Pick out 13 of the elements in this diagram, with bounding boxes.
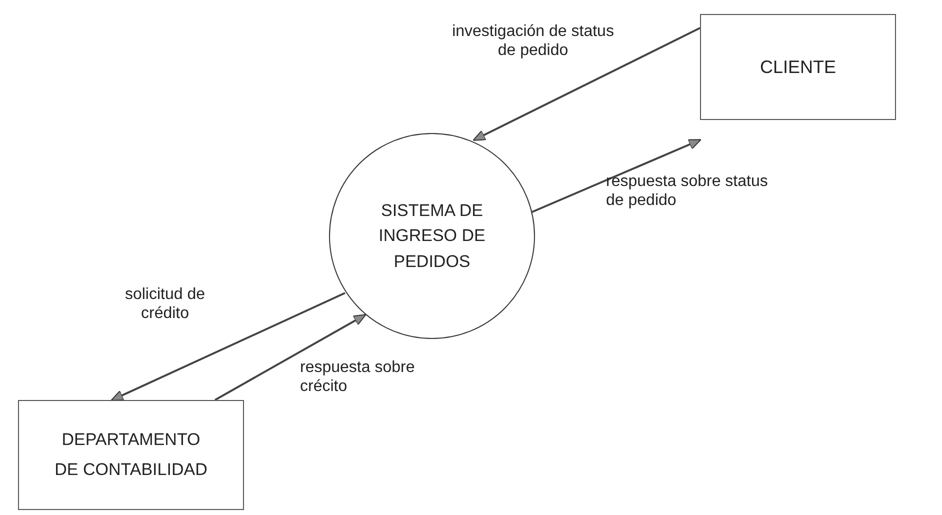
external-entity-box	[18, 400, 244, 510]
node-label: SISTEMA DE INGRESO DE PEDIDOS	[378, 200, 486, 273]
edge-label: solicitud de crédito	[124, 285, 206, 323]
data-flow-arrow	[472, 27, 700, 141]
edge-label: respuesta sobre status de pedido	[606, 172, 769, 210]
edge-label: respuesta sobre crécito	[300, 358, 416, 396]
node-label: CLIENTE	[760, 56, 836, 78]
data-flow-arrow	[214, 314, 366, 401]
edge-label: investigación de status de pedido	[451, 22, 615, 60]
data-flow-arrow	[110, 292, 346, 401]
external-entity-box	[700, 14, 896, 120]
data-flow-arrow	[532, 139, 702, 213]
node-label: DEPARTAMENTO DE CONTABILIDAD	[54, 429, 208, 481]
